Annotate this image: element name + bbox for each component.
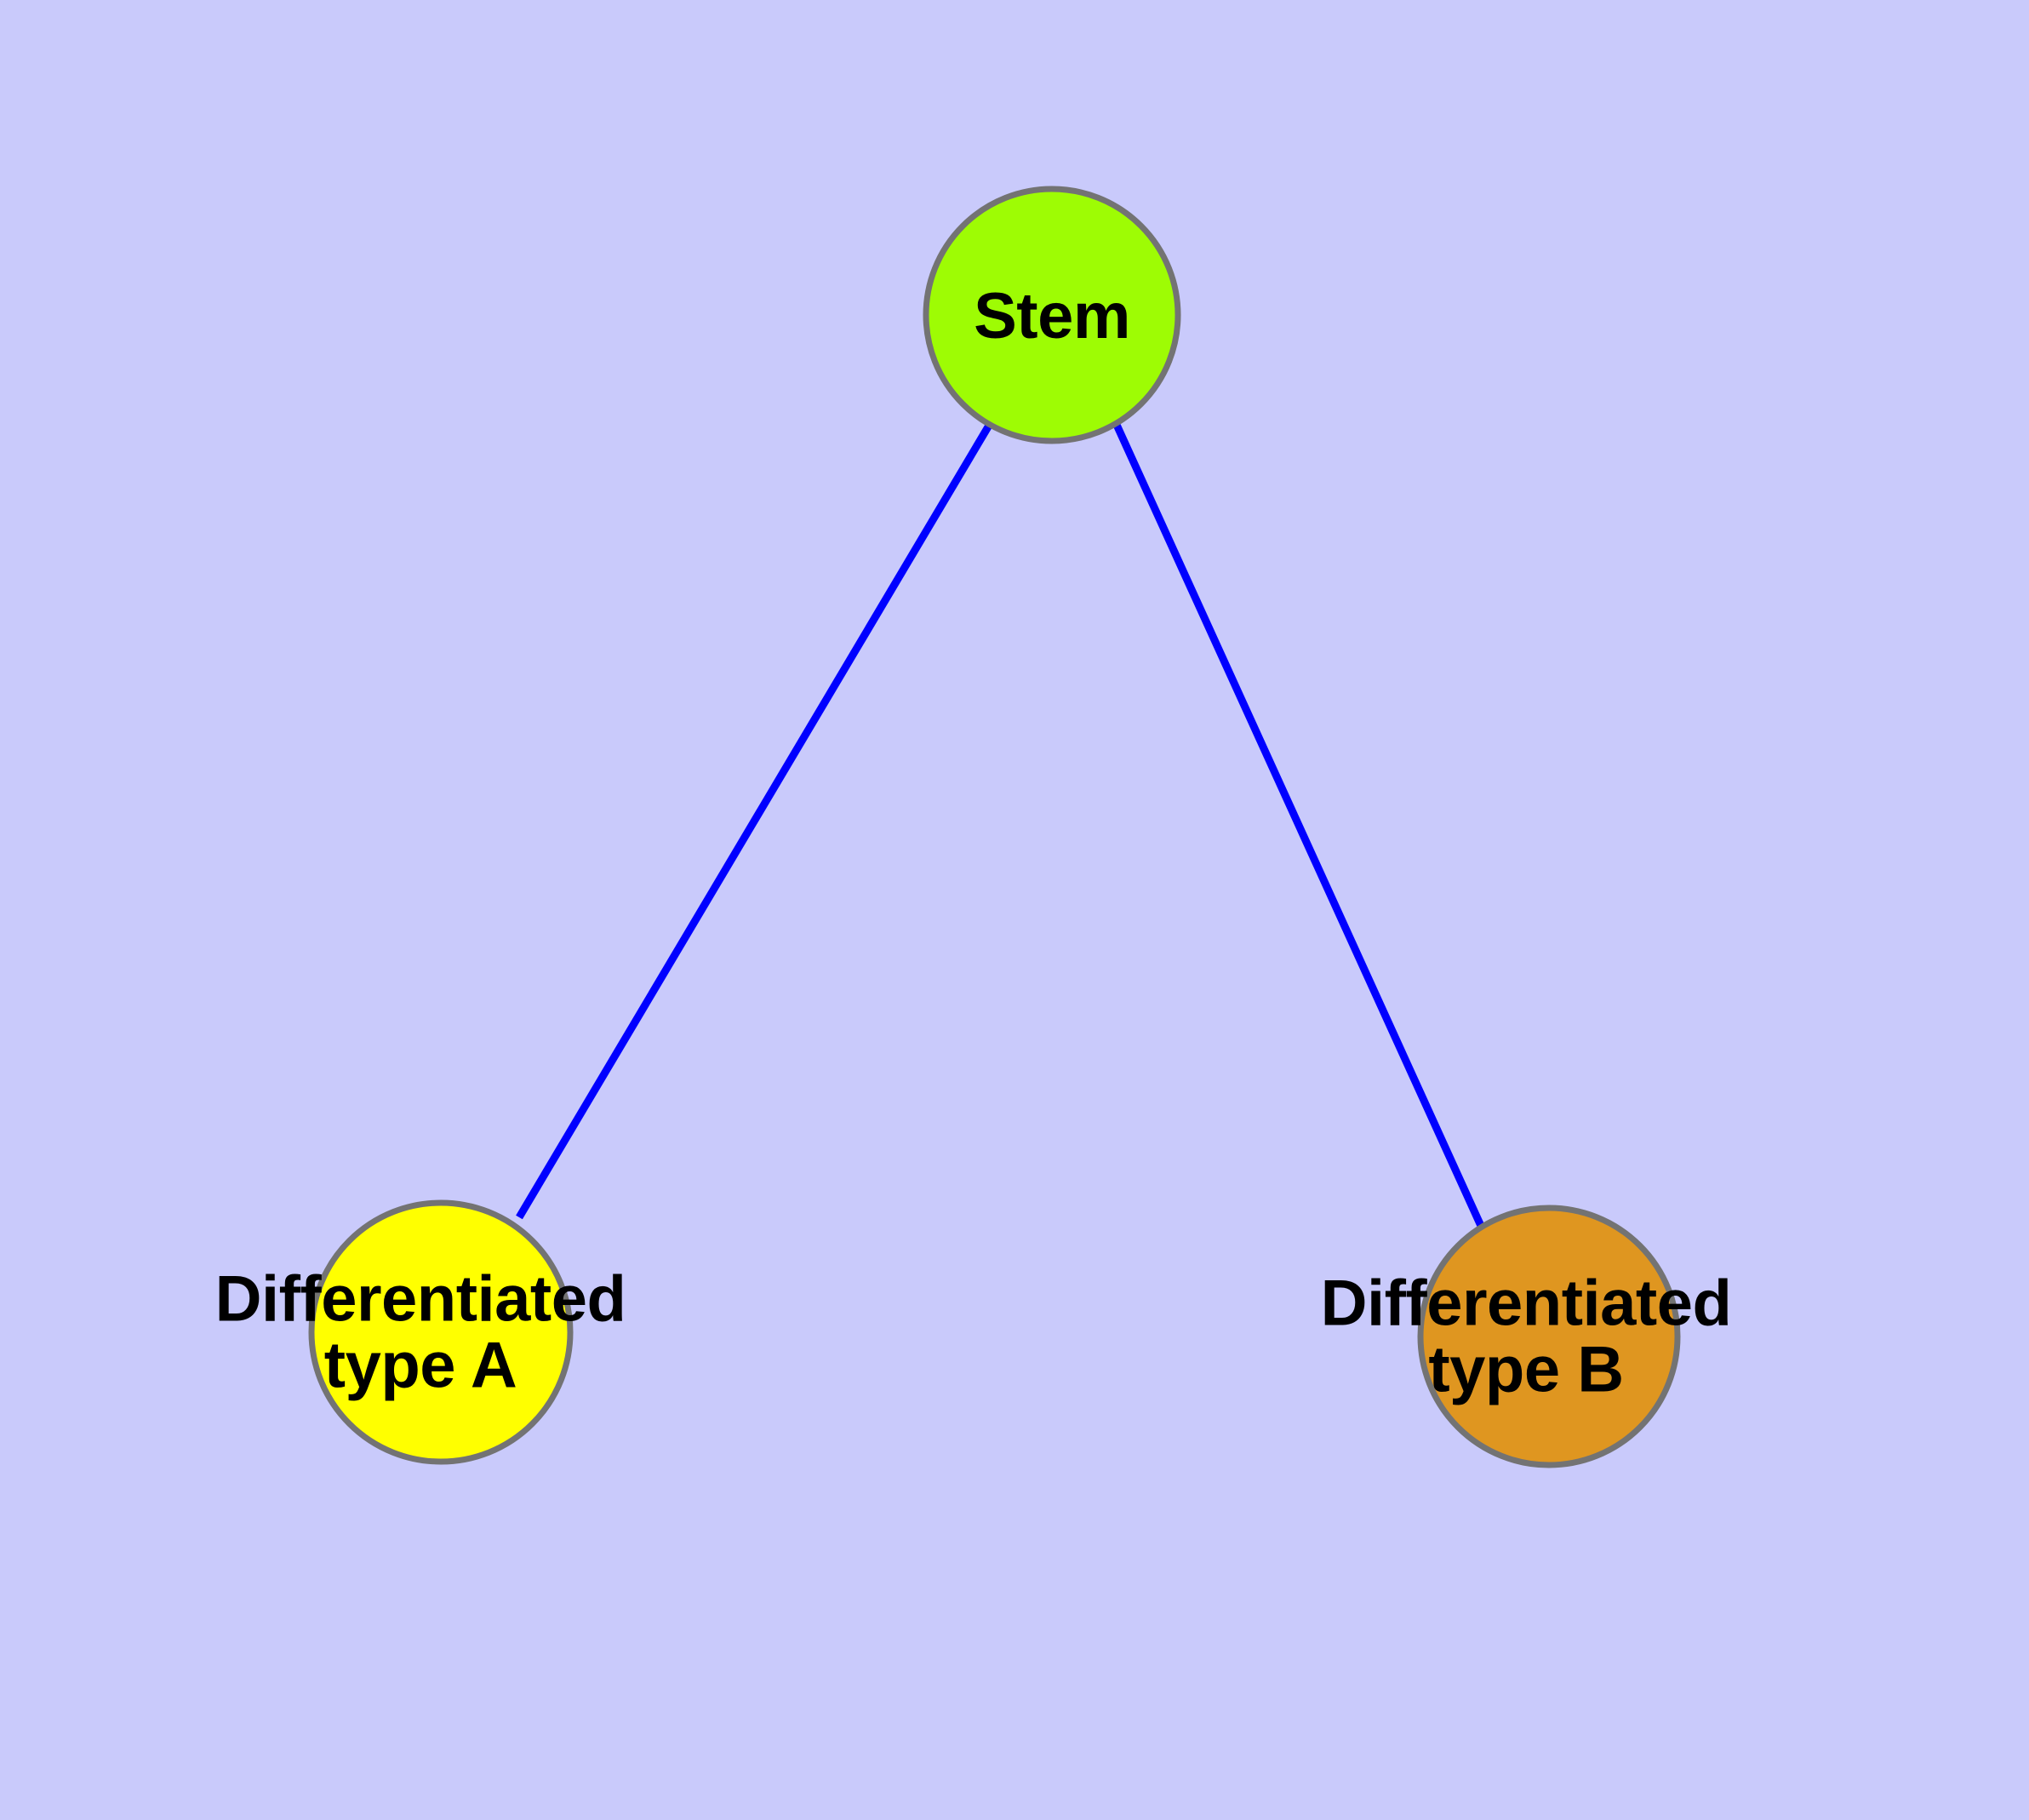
edge-layer — [516, 421, 1485, 1228]
node-differentiated-type-a[interactable] — [308, 1199, 574, 1465]
edge-stem-to-diff-b[interactable] — [1112, 423, 1485, 1228]
node-differentiated-type-b[interactable] — [1417, 1205, 1681, 1468]
node-layer — [308, 186, 1681, 1468]
node-stem[interactable] — [923, 186, 1181, 444]
edge-stem-to-diff-a[interactable] — [516, 421, 993, 1220]
